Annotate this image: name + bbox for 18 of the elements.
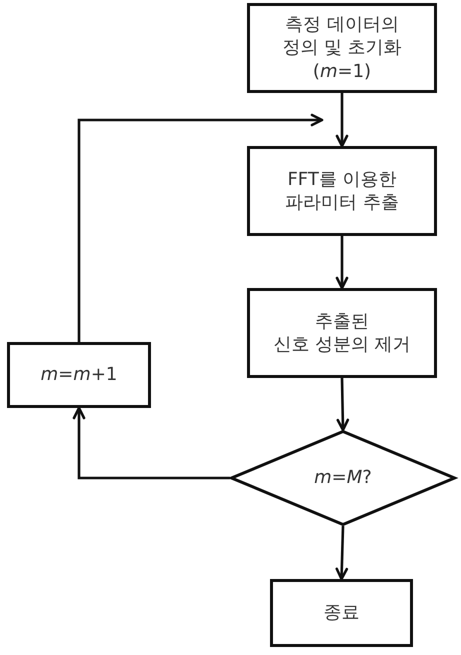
arrow [78,114,324,342]
process-box [247,288,437,378]
step-text: FFT를 이용한 파라미터 추출 [285,168,399,213]
process-box [247,146,437,236]
step-text: 추출된 신호 성분의 제거 [273,310,411,355]
step-text: 종료 [324,602,360,624]
step-text: 측정 데이터의 정의 및 초기화 (m=1) [282,14,402,82]
process-box [247,3,437,93]
arrow [72,406,230,480]
arrow [336,236,348,290]
condition-text: m=M? [314,467,372,488]
step-text: m=m+1 [40,364,118,386]
terminal-box [270,579,413,647]
arrow [336,378,350,432]
decision-diamond [230,430,456,526]
arrow [336,93,348,148]
process-box [7,342,151,408]
arrow [335,526,348,580]
